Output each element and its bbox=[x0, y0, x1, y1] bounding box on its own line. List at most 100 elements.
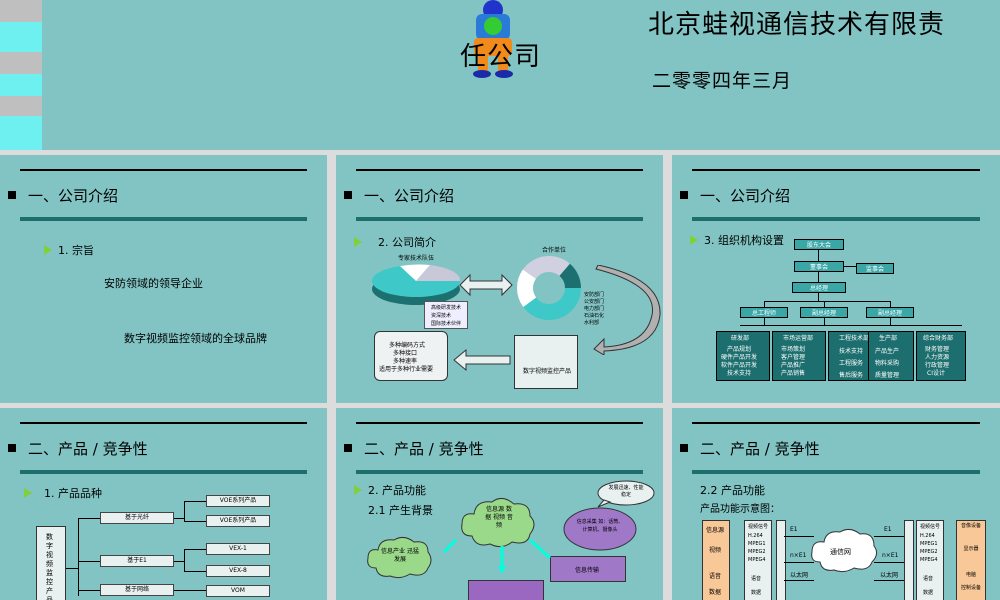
slide-top-line bbox=[356, 422, 643, 424]
presentation-date: 二零零四年三月 bbox=[652, 70, 793, 92]
slide-subtitle: 1. 产品品种 bbox=[44, 487, 102, 500]
slide-line-2: 数字视频监控领域的全球品牌 bbox=[124, 332, 267, 345]
slide-rule bbox=[20, 217, 307, 221]
signal-column: 视频信号 H.264 MPEG1 MPEG2 MPEG4 语音 数据 bbox=[744, 520, 772, 600]
bullet-icon bbox=[680, 191, 688, 199]
dept-item: 技术支持 bbox=[839, 348, 864, 355]
triangle-bullet-icon bbox=[44, 245, 52, 255]
legend-item: 资深技术 bbox=[431, 313, 452, 319]
slide-subtitle: 2.2 产品功能 bbox=[700, 484, 765, 497]
encoder-column bbox=[776, 520, 786, 600]
leaf-vex-1: VEX-1 bbox=[206, 543, 270, 555]
org-dept-1: 研发部 产品规划 硬件产品开发 软件产品开发 技术支持 bbox=[716, 331, 770, 381]
legend-item: 公安部门 bbox=[584, 299, 605, 305]
triangle-bullet-icon bbox=[24, 488, 32, 498]
cloud-2-label: 信息产业 迅猛发展 bbox=[381, 548, 419, 563]
slide-rule bbox=[692, 217, 980, 221]
output-item: 音像设备 bbox=[961, 523, 982, 529]
dept-item: 产品推广 bbox=[781, 362, 806, 369]
donut-chart bbox=[517, 256, 581, 320]
slide-rule bbox=[20, 470, 307, 474]
signal-column-right: 视频信号 H.264 MPEG1 MPEG2 MPEG4 语音 数据 bbox=[916, 520, 944, 600]
callout-bubble bbox=[597, 480, 655, 508]
scroll-line: 多种速率 bbox=[393, 358, 418, 365]
slide-thumbnail-4[interactable]: 二、产品 / 竞争性 1. 产品品种 数字视频监控产品 基于光纤 基于E1 基于… bbox=[0, 408, 327, 600]
arrows bbox=[442, 538, 552, 574]
org-shareholders: 股东大会 bbox=[794, 239, 844, 250]
frog-mascot-icon bbox=[473, 0, 513, 78]
org-vp-3: 副总经理 bbox=[866, 307, 914, 318]
leaf-vom: VOM bbox=[206, 585, 270, 597]
signal-item: MPEG2 bbox=[920, 549, 938, 555]
dept-item: 产品规划 bbox=[727, 346, 752, 353]
tree-root-label: 数字视频监控产品 bbox=[46, 533, 53, 600]
dept-item: 人力资源 bbox=[925, 354, 950, 361]
pie-chart bbox=[372, 264, 461, 305]
source-item: 信息源 bbox=[706, 527, 725, 534]
purple-box bbox=[468, 580, 544, 600]
signal-item: MPEG4 bbox=[748, 557, 766, 563]
source-item: 视频 bbox=[709, 547, 722, 554]
output-item: 控制设备 bbox=[961, 585, 982, 591]
signal-item: MPEG1 bbox=[920, 541, 938, 547]
slide-thumbnail-2[interactable]: 一、公司介绍 2. 公司简介 专家技术队伍 高级研发技术 资深技术 国际技术伙伴… bbox=[336, 155, 663, 403]
legend-item: 石油石化 bbox=[584, 313, 605, 319]
triangle-bullet-icon bbox=[354, 237, 362, 247]
link-label: n×E1 bbox=[790, 552, 807, 559]
pie-label: 专家技术队伍 bbox=[398, 255, 435, 262]
title-slide[interactable]: 北京蛙视通信技术有限责 任公司 二零零四年三月 bbox=[0, 0, 1000, 150]
slide-rule bbox=[356, 470, 643, 474]
link-label: E1 bbox=[790, 526, 798, 533]
signal-item: MPEG4 bbox=[920, 557, 938, 563]
dept-item: 工程服务 bbox=[839, 360, 864, 367]
signal-item: 数据 bbox=[751, 590, 762, 596]
leaf-voe-2: VOE系列产品 bbox=[206, 515, 270, 527]
org-dept-5: 综合财务部 财务管理 人力资源 行政管理 CI设计 bbox=[916, 331, 966, 381]
signal-item: MPEG2 bbox=[748, 549, 766, 555]
slide-top-line bbox=[20, 422, 307, 424]
slide-title: 二、产品 / 竞争性 bbox=[700, 440, 820, 458]
bullet-icon bbox=[344, 191, 352, 199]
source-item: 数据 bbox=[709, 589, 722, 596]
signal-item: MPEG1 bbox=[748, 541, 766, 547]
slide-subtitle: 1. 宗旨 bbox=[58, 244, 94, 257]
company-title-line2: 任公司 bbox=[460, 42, 542, 72]
dept-name: 综合财务部 bbox=[923, 335, 954, 342]
slide-title: 一、公司介绍 bbox=[700, 187, 791, 205]
branch-network: 基于网络 bbox=[100, 584, 174, 596]
triangle-bullet-icon bbox=[690, 235, 698, 245]
link-label-right: n×E1 bbox=[882, 552, 899, 559]
signal-item: H.264 bbox=[748, 533, 763, 539]
legend-item: 安防部门 bbox=[584, 292, 605, 298]
slide-thumbnail-5[interactable]: 二、产品 / 竞争性 2. 产品功能 2.1 产生背景 信息源 数据 视频 音频… bbox=[336, 408, 663, 600]
bullet-icon bbox=[8, 191, 16, 199]
org-board: 董事会 bbox=[794, 261, 844, 272]
link-label-right: E1 bbox=[884, 526, 892, 533]
slide-subtitle: 2. 公司简介 bbox=[378, 236, 436, 249]
triangle-bullet-icon bbox=[354, 485, 362, 495]
slide-rule bbox=[692, 470, 980, 474]
legend-item: 电力部门 bbox=[584, 306, 605, 312]
cloud-shape-2 bbox=[367, 536, 432, 579]
pie-legend: 高级研发技术 资深技术 国际技术伙伴 bbox=[424, 301, 468, 329]
signal-item: 视频信号 bbox=[920, 524, 941, 530]
slide-title: 一、公司介绍 bbox=[364, 187, 455, 205]
callout-label: 发展迅速、性能稳定 bbox=[608, 485, 644, 498]
link-label-right: 以太网 bbox=[880, 572, 899, 579]
slide-thumbnail-6[interactable]: 二、产品 / 竞争性 2.2 产品功能 产品功能示意图： 信息源 视频 语音 数… bbox=[672, 408, 1000, 600]
branch-fiber: 基于光纤 bbox=[100, 512, 174, 524]
slide-thumbnail-3[interactable]: 一、公司介绍 3. 组织机构设置 股东大会 董事会 监事会 总经理 总工程师 副… bbox=[672, 155, 1000, 403]
link-label: 以太网 bbox=[790, 572, 809, 579]
output-item: 显示器 bbox=[963, 546, 979, 552]
bullet-icon bbox=[344, 444, 352, 452]
slide-thumbnail-1[interactable]: 一、公司介绍 1. 宗旨 安防领域的领导企业 数字视频监控领域的全球品牌 bbox=[0, 155, 327, 403]
scroll-note: 多种编码方式 多种接口 多种速率 适用于多种行业需要 bbox=[374, 331, 448, 381]
donut-legend: 安防部门 公安部门 电力部门 石油石化 水利部 bbox=[584, 291, 620, 327]
dept-item: 物料采购 bbox=[875, 360, 900, 367]
legend-item: 水利部 bbox=[584, 320, 600, 326]
slide-top-line bbox=[356, 169, 643, 171]
dept-item: 市场策划 bbox=[781, 346, 806, 353]
scroll-line: 多种编码方式 bbox=[389, 342, 426, 349]
slide-subtitle: 2. 产品功能 bbox=[368, 484, 426, 497]
dept-item: 财务管理 bbox=[925, 346, 950, 353]
